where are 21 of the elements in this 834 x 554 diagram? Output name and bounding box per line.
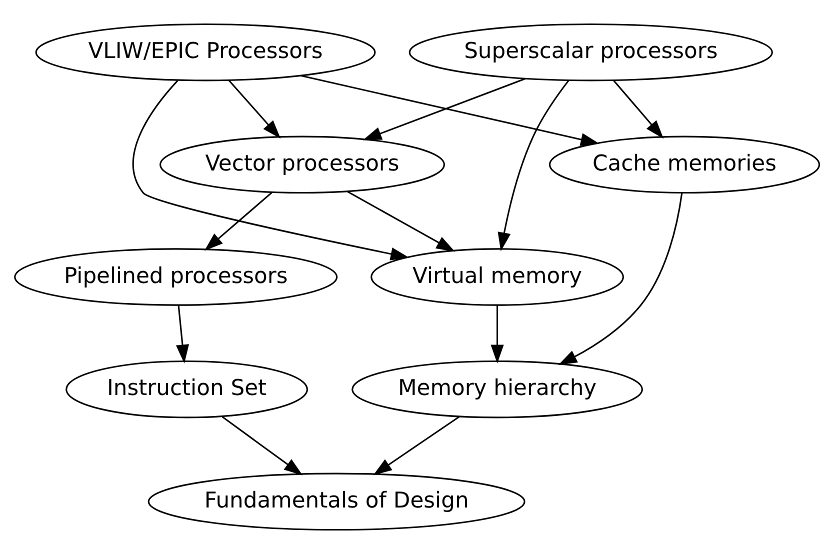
arrow: [132, 80, 410, 260]
node-ellipse: Fundamentals of Design: [148, 472, 526, 531]
node-ellipse: Cache memories: [548, 136, 820, 194]
arrow: [490, 306, 504, 364]
arrow: [347, 190, 456, 252]
arrow: [228, 80, 281, 139]
arrow: [558, 192, 683, 366]
node-ellipse: Pipelined processors: [14, 248, 338, 306]
arrow: [373, 416, 460, 476]
arrow: [222, 416, 303, 476]
arrow: [176, 305, 190, 364]
arrow: [498, 80, 570, 252]
node-ellipse: Superscalar processors: [408, 23, 773, 82]
node-ellipse: Vector processors: [160, 136, 445, 194]
node-ellipse: VLIW/EPIC Processors: [35, 23, 376, 82]
arrow: [362, 78, 526, 140]
arrow: [204, 192, 272, 251]
node-ellipse: Memory hierarchy: [352, 360, 643, 418]
node-ellipse: Instruction Set: [66, 360, 308, 418]
arrow: [300, 74, 600, 146]
arrow: [612, 80, 664, 139]
